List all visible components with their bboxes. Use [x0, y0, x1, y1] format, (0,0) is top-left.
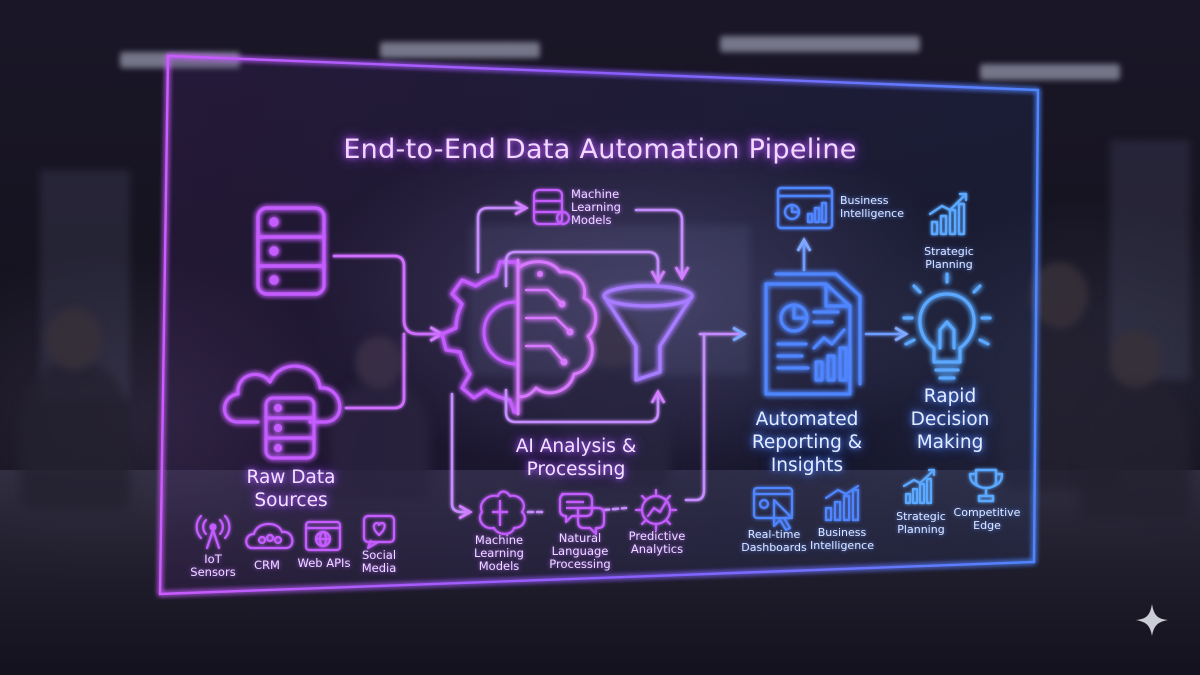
dashboard-icon: [776, 186, 834, 230]
ai-item-label-line: Machine: [474, 533, 524, 547]
decision-item-label-line: Planning: [897, 523, 945, 536]
automated-reporting-label: Automated Reporting & Insights: [738, 408, 876, 477]
source-item-label-line: Media: [361, 561, 397, 575]
source-item-web-apis-label: Web APIs: [292, 557, 356, 570]
source-item-label-line: Web APIs: [297, 556, 351, 570]
reporting-item-label-line: Real-time: [747, 528, 801, 541]
raw-data-sources-label-line: Sources: [254, 490, 328, 511]
decision-item-strategic-label: Strategic Planning: [886, 510, 956, 536]
lightbulb-icon: [902, 272, 992, 380]
decision-top-strategic-label-line: Strategic: [924, 245, 974, 258]
social-media-icon: [362, 514, 396, 550]
ai-analysis-label-line: Processing: [526, 459, 626, 480]
trophy-icon: [968, 468, 1004, 503]
ai-item-ml-label: Machine Learning Models: [468, 534, 530, 573]
ai-top-ml-label-line: Models: [571, 213, 612, 227]
ai-item-label-line: Processing: [549, 557, 611, 571]
automated-reporting-label-line: Automated: [755, 409, 859, 430]
iot-sensor-icon: [195, 514, 231, 550]
reporting-item-label-line: Dashboards: [741, 541, 807, 554]
decision-item-label-line: Edge: [973, 519, 1001, 532]
source-item-label-line: CRM: [254, 558, 280, 572]
reporting-item-dashboards-label: Real-time Dashboards: [738, 528, 810, 554]
report-document-icon: [764, 272, 862, 396]
ai-item-label-line: Learning: [474, 546, 524, 560]
source-item-label-line: Sensors: [190, 565, 236, 579]
ceiling-light: [720, 36, 920, 52]
glass-panel-frame: [158, 54, 1040, 596]
ai-item-predictive-label: Predictive Analytics: [622, 530, 692, 556]
web-api-icon: [304, 520, 342, 552]
automated-reporting-label-line: Insights: [770, 455, 844, 476]
dashboard-click-icon: [752, 486, 794, 532]
ceiling-light: [980, 64, 1120, 80]
growth-chart-small-icon: [902, 468, 936, 505]
report-connector: [796, 237, 909, 342]
rapid-decision-label-line: Decision: [910, 409, 990, 430]
background-person: [20, 360, 130, 510]
gear-chart-icon: [634, 488, 678, 532]
background-person: [1080, 380, 1190, 520]
source-item-social-media-label: Social Media: [354, 549, 404, 575]
ai-top-ml-label: Machine Learning Models: [571, 188, 635, 227]
reporting-item-label-line: Business: [817, 526, 867, 539]
source-item-label-line: Social: [361, 548, 397, 562]
ai-top-ml-label-line: Learning: [571, 200, 621, 214]
growth-chart-icon: [928, 192, 968, 236]
ai-top-ml-label-line: Machine: [571, 187, 620, 201]
ai-item-label-line: Predictive: [628, 529, 686, 543]
ai-analysis-label-line: AI Analysis &: [515, 436, 637, 457]
ai-item-label-line: Natural: [558, 531, 602, 545]
diagram-title: End-to-End Data Automation Pipeline: [343, 134, 857, 165]
ml-database-icon: [532, 188, 571, 226]
ai-item-label-line: Language: [551, 544, 609, 558]
reporting-item-bi-label: Business Intelligence: [806, 526, 878, 552]
rapid-decision-label-line: Making: [916, 432, 984, 453]
ai-item-label-line: Analytics: [630, 542, 684, 556]
source-connector: [332, 254, 446, 410]
reporting-top-bi-label-line: Intelligence: [840, 207, 905, 220]
cloud-database-icon: [222, 364, 342, 460]
crm-users-icon: [245, 522, 294, 550]
ai-analysis-label: AI Analysis & Processing: [496, 435, 656, 481]
rapid-decision-label: Rapid Decision Making: [900, 385, 1000, 454]
chat-bubbles-icon: [558, 492, 606, 536]
ai-item-label-line: Models: [478, 559, 520, 573]
decision-top-strategic-label-line: Planning: [925, 258, 973, 271]
sparkle-watermark-icon: [1136, 604, 1168, 636]
source-item-label-line: IoT: [204, 552, 222, 566]
decision-item-label-line: Competitive: [953, 506, 1021, 519]
glass-panel: [160, 56, 1038, 594]
source-item-iot-label: IoT Sensors: [185, 553, 241, 579]
ai-connector: [450, 200, 747, 520]
decision-top-strategic-label: Strategic Planning: [914, 245, 984, 271]
raw-data-sources-label-line: Raw Data: [246, 467, 336, 488]
database-icon: [256, 206, 326, 296]
ai-item-nlp-label: Natural Language Processing: [544, 532, 616, 571]
reporting-top-bi-label: Business Intelligence: [840, 194, 910, 220]
source-item-crm-label: CRM: [242, 559, 292, 572]
gear-brain-icon: [440, 258, 598, 416]
rapid-decision-label-line: Rapid: [923, 386, 977, 407]
automated-reporting-label-line: Reporting &: [751, 432, 863, 453]
ceiling-light: [380, 42, 540, 58]
brain-icon: [478, 490, 526, 536]
bar-chart-icon: [824, 484, 860, 522]
reporting-item-label-line: Intelligence: [809, 539, 874, 552]
raw-data-sources-label: Raw Data Sources: [226, 466, 356, 512]
background-person-head: [46, 308, 102, 370]
decision-item-competitive-label: Competitive Edge: [950, 506, 1024, 532]
reporting-top-bi-label-line: Business: [840, 194, 889, 207]
background-person-head: [1030, 262, 1088, 328]
background-person-head: [1110, 330, 1162, 388]
decision-item-label-line: Strategic: [896, 510, 946, 523]
funnel-icon: [602, 284, 694, 382]
